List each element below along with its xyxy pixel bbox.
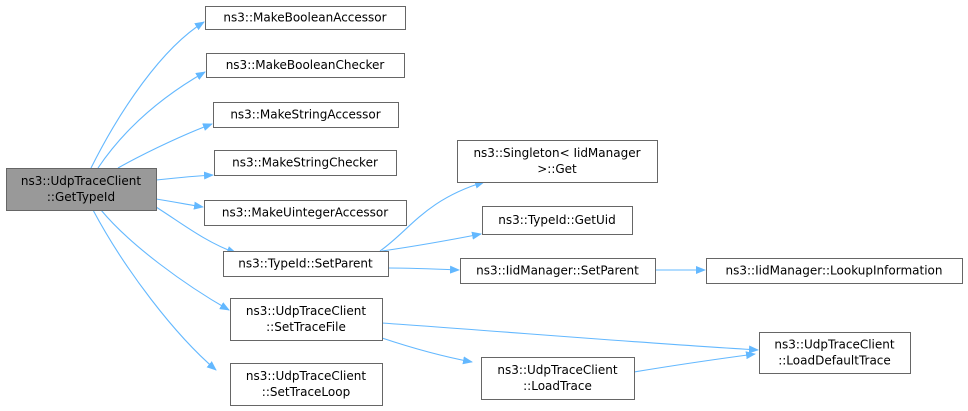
node-label: ::SetTraceLoop: [262, 385, 350, 399]
node-label: ns3::UdpTraceClient: [497, 363, 617, 377]
edge-root-to-settraceloop: [92, 209, 217, 371]
node-iidmanager-setparent[interactable]: ns3::IidManager::SetParent: [460, 258, 656, 284]
node-box: [6, 168, 157, 211]
node-box: [213, 102, 399, 128]
node-box: [230, 363, 383, 406]
node-label: ns3::UdpTraceClient: [246, 304, 366, 318]
edge-typeid_setparent-to-typeid_getuid: [381, 231, 482, 252]
node-box: [230, 298, 383, 341]
node-settracefile[interactable]: ns3::UdpTraceClient::SetTraceFile: [230, 298, 383, 341]
edge-typeid_setparent-to-singleton_get: [379, 180, 485, 252]
node-box: [205, 6, 406, 30]
edge-root-to-make_boolean_accessor: [90, 21, 205, 169]
node-label: ::LoadDefaultTrace: [778, 354, 891, 368]
edge-root-to-make_string_checker: [155, 171, 214, 181]
node-make-string-accessor[interactable]: ns3::MakeStringAccessor: [213, 102, 399, 128]
edge-typeid_setparent-to-iidmanager_setparent: [387, 265, 460, 274]
node-label: ::GetTypeId: [47, 190, 115, 204]
node-typeid-getuid[interactable]: ns3::TypeId::GetUid: [482, 206, 633, 235]
node-label: ns3::MakeStringAccessor: [230, 108, 380, 122]
node-make-boolean-accessor[interactable]: ns3::MakeBooleanAccessor: [205, 6, 406, 30]
node-label: ns3::Singleton< IidManager: [473, 146, 640, 160]
node-box: [482, 206, 633, 235]
node-label: ns3::IidManager::LookupInformation: [726, 264, 943, 278]
node-label: ns3::MakeUintegerAccessor: [222, 206, 388, 220]
edge-root-to-make_uinteger_accessor: [155, 198, 204, 210]
node-settraceloop[interactable]: ns3::UdpTraceClient::SetTraceLoop: [230, 363, 383, 406]
node-label: ns3::UdpTraceClient: [774, 338, 894, 352]
node-loaddefaulttrace[interactable]: ns3::UdpTraceClient::LoadDefaultTrace: [759, 332, 911, 374]
node-box: [223, 251, 389, 277]
node-label: ns3::MakeStringChecker: [232, 156, 378, 170]
node-label: ns3::MakeBooleanChecker: [226, 58, 385, 72]
node-box: [460, 258, 656, 284]
edge-root-to-make_string_accessor: [117, 123, 213, 169]
node-label: ::LoadTrace: [523, 379, 592, 393]
node-label: ns3::TypeId::GetUid: [498, 213, 616, 227]
edge-settracefile-to-loaddefaulttrace: [381, 322, 759, 354]
edge-root-to-typeid_setparent: [155, 206, 237, 254]
node-make-uinteger-accessor[interactable]: ns3::MakeUintegerAccessor: [204, 200, 407, 226]
node-label: ns3::UdpTraceClient: [21, 174, 141, 188]
edge-settracefile-to-loadtrace: [381, 337, 473, 365]
node-make-string-checker[interactable]: ns3::MakeStringChecker: [214, 150, 397, 176]
node-singleton-get[interactable]: ns3::Singleton< IidManager>::Get: [457, 140, 658, 183]
node-label: >::Get: [537, 162, 577, 176]
node-root: ns3::UdpTraceClient::GetTypeId: [6, 168, 157, 211]
edges-layer: [90, 21, 759, 373]
node-label: ::SetTraceFile: [266, 320, 346, 334]
node-box: [481, 357, 635, 400]
edge-loadtrace-to-loaddefaulttrace: [633, 351, 756, 373]
node-label: ns3::IidManager::SetParent: [476, 264, 639, 278]
node-box: [706, 258, 963, 284]
edge-root-to-make_boolean_checker: [97, 71, 206, 169]
nodes-layer: ns3::UdpTraceClient::GetTypeId ns3::MakeB…: [6, 6, 963, 406]
node-box: [214, 150, 397, 176]
node-label: ns3::MakeBooleanAccessor: [223, 11, 386, 25]
node-typeid-setparent[interactable]: ns3::TypeId::SetParent: [223, 251, 389, 277]
node-box: [204, 200, 407, 226]
edge-root-to-settracefile: [100, 209, 230, 311]
node-label: ns3::TypeId::SetParent: [238, 257, 373, 271]
node-make-boolean-checker[interactable]: ns3::MakeBooleanChecker: [206, 53, 405, 78]
node-box: [759, 332, 911, 374]
node-box: [206, 53, 405, 78]
node-label: ns3::UdpTraceClient: [246, 369, 366, 383]
node-loadtrace[interactable]: ns3::UdpTraceClient::LoadTrace: [481, 357, 635, 400]
node-box: [457, 140, 658, 183]
node-iidmanager-lookup[interactable]: ns3::IidManager::LookupInformation: [706, 258, 963, 284]
